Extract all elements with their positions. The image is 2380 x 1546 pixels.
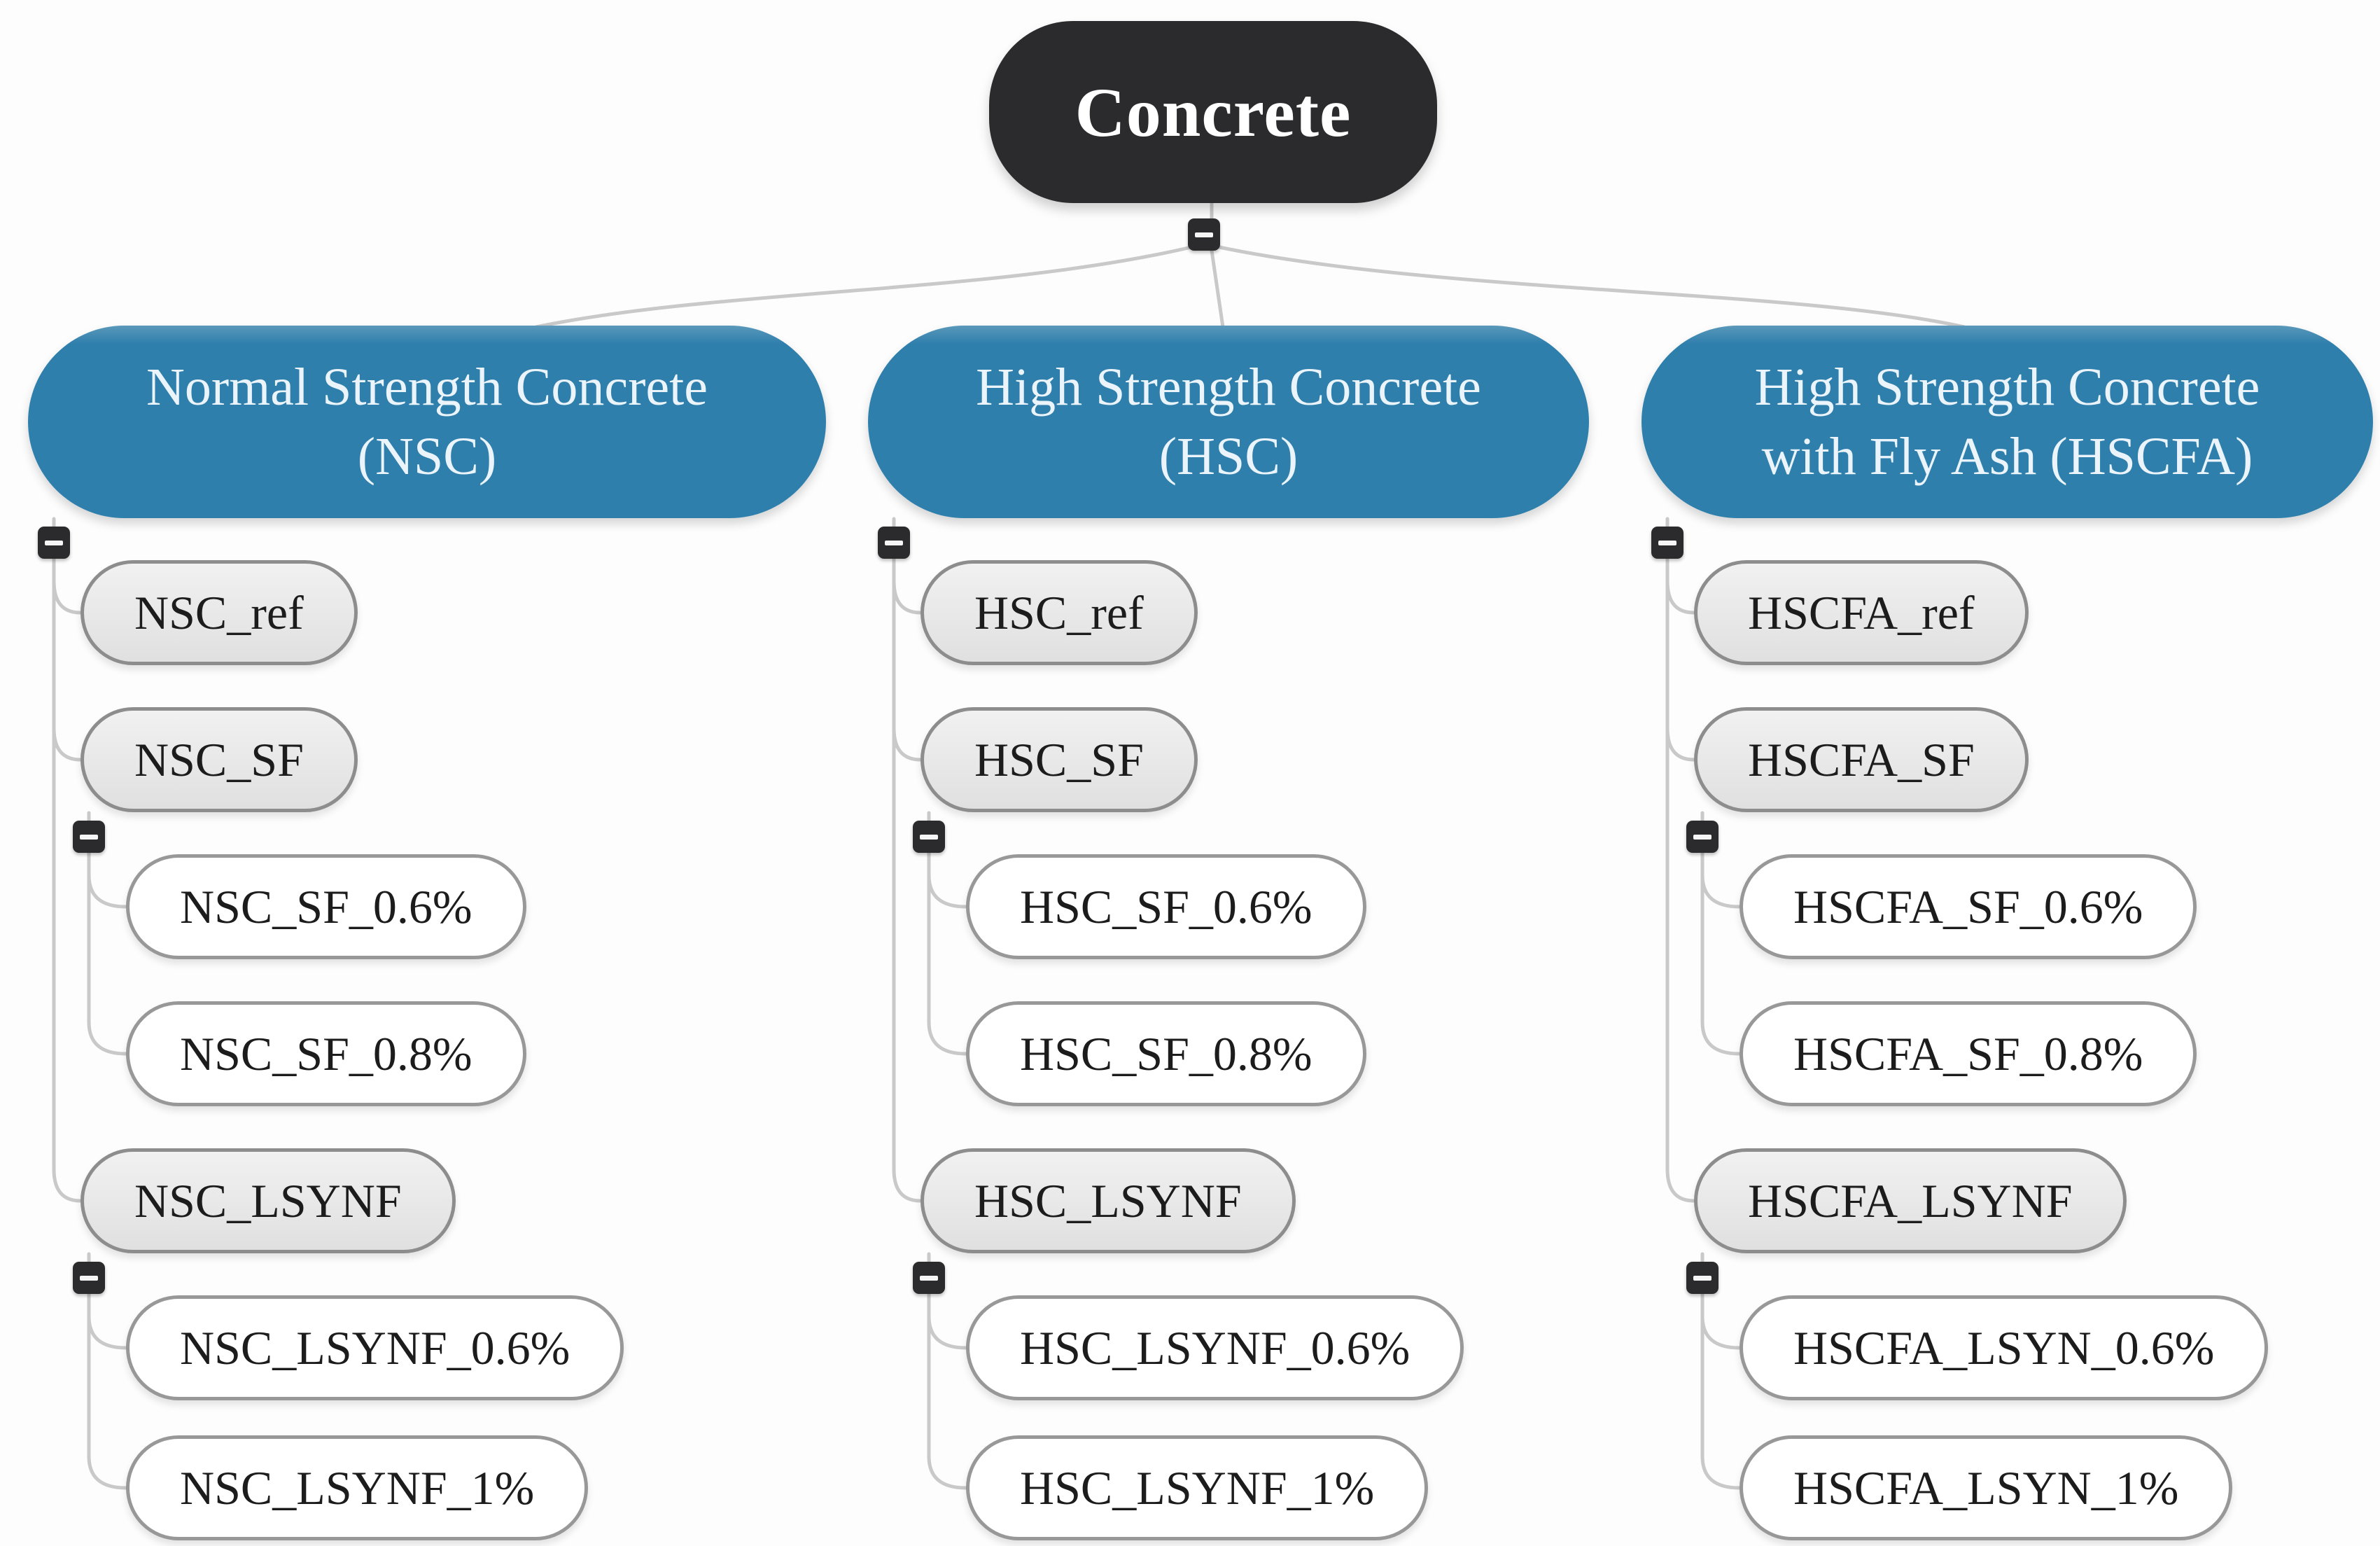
branch-title-line2: (HSC)	[1158, 426, 1298, 486]
collapse-icon[interactable]	[38, 527, 70, 559]
collapse-icon[interactable]	[1188, 218, 1220, 251]
node-nsc-lsynf-1[interactable]: NSC_LSYNF_1%	[126, 1435, 589, 1540]
node-hscfa-sf[interactable]: HSCFA_SF	[1694, 707, 2029, 812]
node-nsc-sf[interactable]: NSC_SF	[80, 707, 358, 812]
node-hsc-sf-0-8[interactable]: HSC_SF_0.8%	[966, 1001, 1366, 1106]
node-hsc-lsynf-1[interactable]: HSC_LSYNF_1%	[966, 1435, 1429, 1540]
node-hsc-ref[interactable]: HSC_ref	[920, 560, 1198, 665]
collapse-icon[interactable]	[1686, 821, 1718, 853]
node-hscfa-ref[interactable]: HSCFA_ref	[1694, 560, 2029, 665]
node-hscfa-lsyn-1[interactable]: HSCFA_LSYN_1%	[1740, 1435, 2233, 1540]
branch-node-hscfa[interactable]: High Strength Concrete with Fly Ash (HSC…	[1642, 326, 2373, 518]
collapse-icon[interactable]	[73, 1262, 105, 1294]
node-nsc-sf-0-8[interactable]: NSC_SF_0.8%	[126, 1001, 526, 1106]
node-hscfa-lsyn-0-6[interactable]: HSCFA_LSYN_0.6%	[1740, 1295, 2269, 1400]
branch-title-line1: High Strength Concrete	[976, 357, 1481, 417]
branch-title-line1: High Strength Concrete	[1754, 357, 2260, 417]
node-nsc-ref[interactable]: NSC_ref	[80, 560, 358, 665]
branch-title-line1: Normal Strength Concrete	[146, 357, 708, 417]
branch-node-nsc[interactable]: Normal Strength Concrete (NSC)	[28, 326, 826, 518]
node-hsc-sf[interactable]: HSC_SF	[920, 707, 1198, 812]
collapse-icon[interactable]	[73, 821, 105, 853]
branch-node-hsc[interactable]: High Strength Concrete (HSC)	[868, 326, 1589, 518]
collapse-icon[interactable]	[878, 527, 910, 559]
node-nsc-sf-0-6[interactable]: NSC_SF_0.6%	[126, 854, 526, 959]
root-node-concrete[interactable]: Concrete	[989, 21, 1437, 203]
collapse-icon[interactable]	[1686, 1262, 1718, 1294]
collapse-icon[interactable]	[913, 821, 945, 853]
branch-title-line2: (NSC)	[357, 426, 497, 486]
node-nsc-lsynf[interactable]: NSC_LSYNF	[80, 1148, 456, 1253]
node-hscfa-sf-0-8[interactable]: HSCFA_SF_0.8%	[1740, 1001, 2197, 1106]
collapse-icon[interactable]	[913, 1262, 945, 1294]
node-hsc-sf-0-6[interactable]: HSC_SF_0.6%	[966, 854, 1366, 959]
node-hsc-lsynf[interactable]: HSC_LSYNF	[920, 1148, 1296, 1253]
collapse-icon[interactable]	[1651, 527, 1684, 559]
node-nsc-lsynf-0-6[interactable]: NSC_LSYNF_0.6%	[126, 1295, 624, 1400]
node-hsc-lsynf-0-6[interactable]: HSC_LSYNF_0.6%	[966, 1295, 1464, 1400]
node-hscfa-sf-0-6[interactable]: HSCFA_SF_0.6%	[1740, 854, 2197, 959]
node-hscfa-lsynf[interactable]: HSCFA_LSYNF	[1694, 1148, 2127, 1253]
branch-title-line2: with Fly Ash (HSCFA)	[1761, 426, 2253, 486]
